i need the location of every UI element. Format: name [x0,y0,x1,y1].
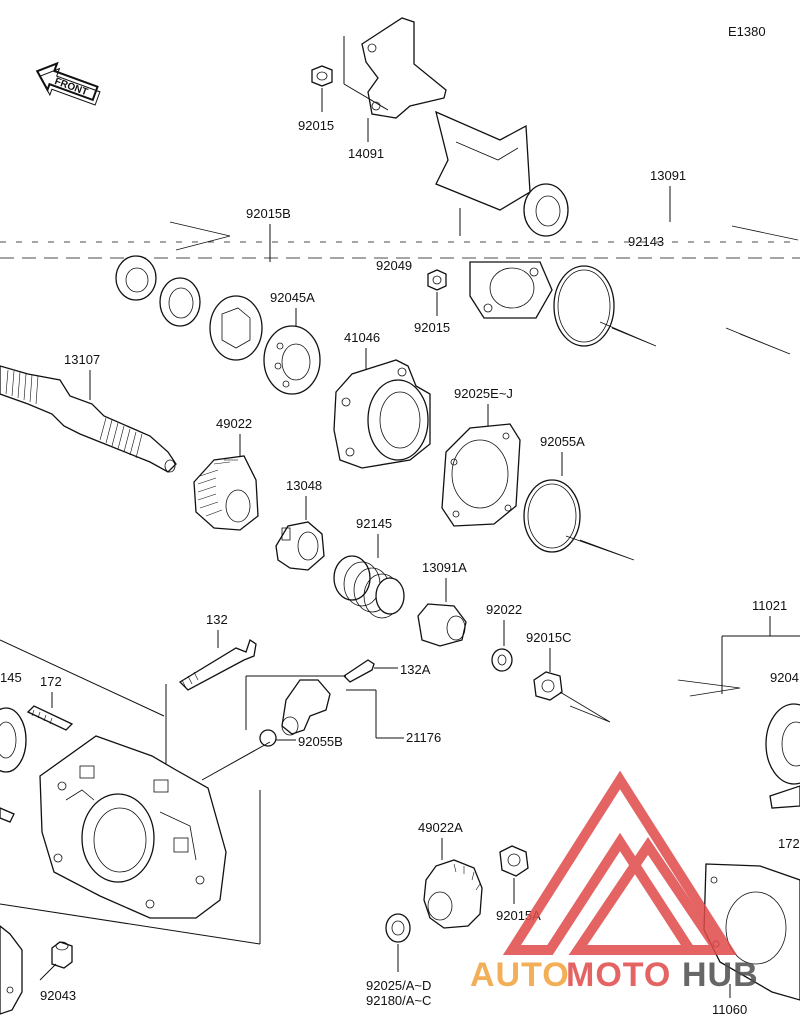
part-gear-49022: 49022 [193,416,259,531]
watermark-text-moto: MOTO [566,956,671,994]
label-92045A: 92045A [270,290,315,305]
label-92055B: 92055B [298,734,343,749]
part-bushing-92015B [209,295,263,361]
part-bearing-left-edge [0,707,27,773]
label-13107: 13107 [64,352,100,367]
label-11060: 11060 [712,1002,747,1017]
part-gasket-92025EJ: 92025E~J [441,386,521,527]
label-21176: 21176 [406,730,441,745]
label-92025AD: 92025/A~D [366,978,431,993]
part-seal-top [523,183,569,237]
part-collar-13091A: 13091A [417,560,467,647]
part-housing-41046: 41046 [333,330,431,469]
watermark-text-hub: HUB [682,956,759,994]
label-92022: 92022 [486,602,522,617]
label-13091: 13091 [650,168,686,183]
watermark-inner-triangle-icon [568,837,728,955]
watermark-text-auto: AUTO [470,956,570,994]
label-132: 132 [206,612,228,627]
label-92145: 92145 [356,516,392,531]
part-oring-92055A: 92055A [523,434,635,561]
part-washer-92022: 92022 [486,602,522,672]
label-92180AC: 92180/A~C [366,993,431,1008]
label-92015B: 92015B [246,206,291,221]
part-stud-left-edge [0,807,15,823]
label-49022A: 49022A [418,820,463,835]
label-92025EJ: 92025E~J [454,386,513,401]
part-bolt-132: 132 [165,612,257,800]
watermark-logo: AUTO MOTO HUB [470,770,759,994]
part-cover-top [435,110,531,236]
label-92143: 92143 [628,234,664,249]
label-92055A: 92055A [540,434,585,449]
label-14091: 14091 [348,146,384,161]
label-172-right: 172 [778,836,800,851]
label-13048: 13048 [286,478,322,493]
part-seal-left-row [115,255,157,301]
part-group-11021: 11021 9204 172 [677,598,800,851]
part-gasket-left-edge [0,925,23,1015]
label-9204-right: 9204 [770,670,799,685]
label-41046: 41046 [344,330,380,345]
label-11021: 11021 [752,598,787,613]
part-shaft-13107: 13107 [0,352,177,473]
label-92015-mid: 92015 [414,320,450,335]
part-flange-92049 [469,261,553,319]
part-bearing-92045A: 92045A [263,290,321,395]
label-92015C: 92015C [526,630,572,645]
part-stud-172-left: 172 [26,674,74,731]
part-nut-92015-top: 92015 [298,65,334,133]
label-92043: 92043 [40,988,76,1003]
label-132A: 132A [400,662,431,677]
diagram-code: E1380 [728,24,766,39]
part-dowel-92043: 92043 [39,941,76,1003]
part-bolt-132A: 132A [342,659,431,683]
part-gear-49022A: 49022A [418,820,483,929]
part-shim-92025AD: 92025/A~D 92180/A~C [366,913,431,1008]
part-gasket-11060: 11060 [703,863,800,1017]
part-nut-92015A: 92015A [496,845,541,923]
part-nut-92015-mid: 92015 [414,269,450,335]
label-145: 145 [0,670,22,685]
label-13091A: 13091A [422,560,467,575]
label-49022: 49022 [216,416,252,431]
part-spring-92145: 92145 [333,516,405,619]
label-172-left: 172 [40,674,62,689]
label-92049: 92049 [376,258,412,273]
part-collar-left-row [159,277,201,327]
label-92015-top: 92015 [298,118,334,133]
part-sensor-21176: 21176 92055B [201,675,441,781]
part-coupler-13048: 13048 [275,478,325,571]
front-arrow-icon: FRONT [35,61,101,106]
part-nut-92015C: 92015C [526,630,611,723]
part-oring-top [553,265,791,355]
part-bracket-14091: 14091 [343,17,447,161]
diagram-tear-band [0,221,800,259]
part-gear-case [0,639,261,945]
